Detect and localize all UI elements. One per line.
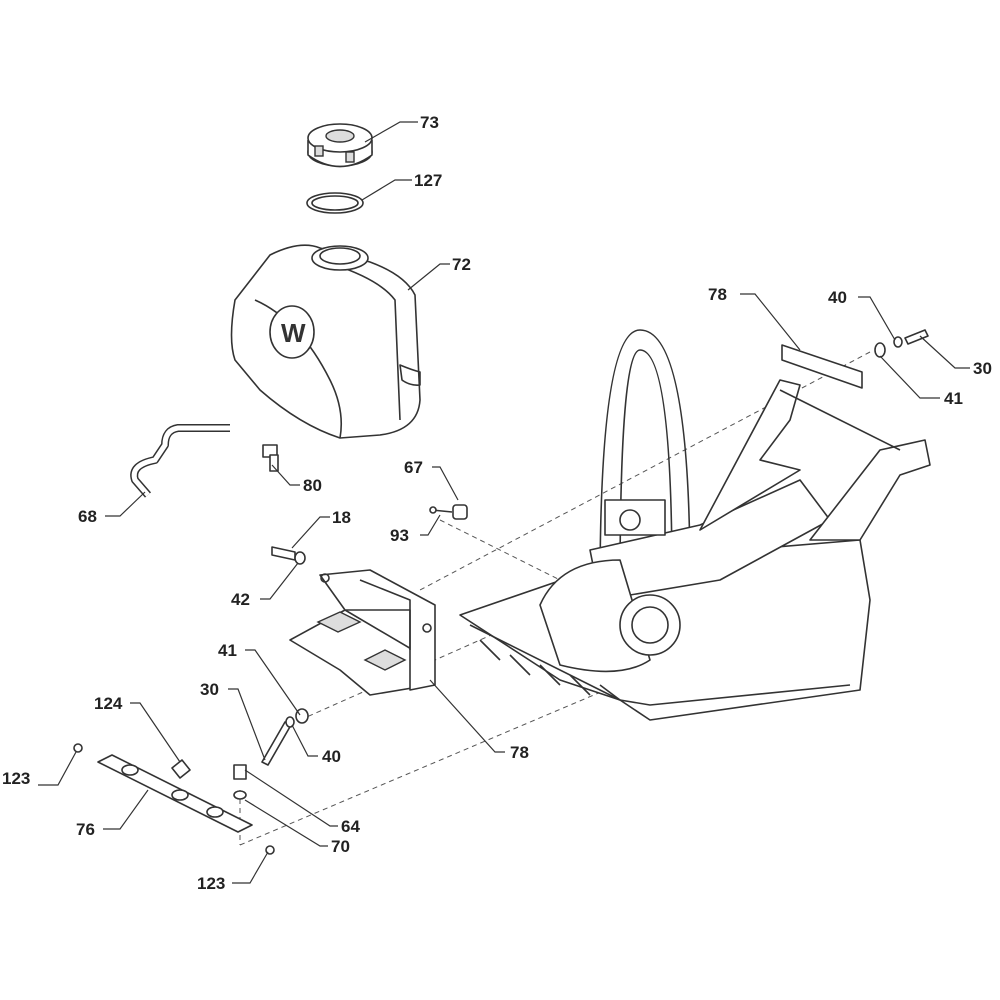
callout-78-top: 78 [708,285,727,304]
leader-lines [38,121,970,884]
bracket-part [289,569,436,696]
callout-64: 64 [341,817,360,836]
callout-123-top: 123 [2,769,30,788]
callout-40-top: 40 [828,288,847,307]
callout-30-left: 30 [200,680,219,699]
callout-70: 70 [331,837,350,856]
callout-93: 93 [390,526,409,545]
callout-30-top: 30 [973,359,992,378]
callout-80: 80 [303,476,322,495]
callout-72: 72 [452,255,471,274]
callout-127: 127 [414,171,442,190]
strip-part [781,344,863,389]
callout-78-bottom: 78 [510,743,529,762]
callout-41-left: 41 [218,641,237,660]
hose-inner [131,425,230,497]
callout-18: 18 [332,508,351,527]
callout-41-top: 41 [944,389,963,408]
bolt-washer-part [271,546,306,565]
fuel-cap-part [307,123,373,168]
callout-67: 67 [404,458,423,477]
valve-part [262,444,279,472]
gasket-part [306,192,364,214]
hardware-top-part [874,329,929,358]
clamp-part [429,504,468,520]
callout-76: 76 [76,820,95,839]
compactor-frame-part [459,329,931,721]
spray-bar-part [73,743,275,855]
callout-73: 73 [420,113,439,132]
water-tank-part: W [230,244,421,439]
hardware-left-part [261,708,309,766]
callout-123-bottom: 123 [197,874,225,893]
tank-logo: W [281,318,306,348]
callout-68: 68 [78,507,97,526]
callout-124: 124 [94,694,123,713]
callout-42: 42 [231,590,250,609]
callout-40-left: 40 [322,747,341,766]
callout-labels: 73 127 72 78 40 30 41 80 68 67 93 18 42 … [2,113,992,893]
